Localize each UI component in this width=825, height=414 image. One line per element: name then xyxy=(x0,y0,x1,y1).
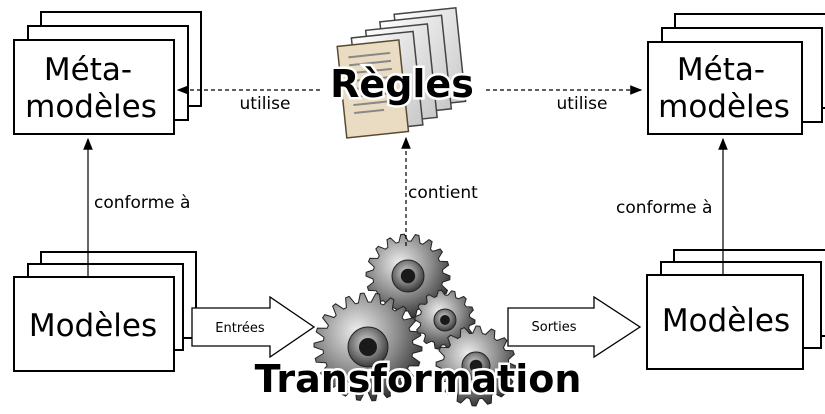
edge-conforme-right: conforme à xyxy=(616,137,728,275)
documents-stack-icon xyxy=(336,7,467,139)
edge-contient: contient xyxy=(401,136,478,246)
meta-models-left-line2: modèles xyxy=(25,89,157,125)
output-arrow: Sorties xyxy=(507,295,642,359)
meta-models-right-line2: modèles xyxy=(658,89,790,125)
edge-contient-label: contient xyxy=(408,183,478,203)
output-arrow-label: Sorties xyxy=(531,320,576,335)
transformation-label: Transformation xyxy=(255,357,582,401)
models-right: Modèles xyxy=(646,249,825,370)
edge-conforme-left-label: conforme à xyxy=(94,193,190,213)
rules-label: Règles xyxy=(330,62,474,106)
edge-utilise-right: utilise xyxy=(486,85,643,114)
models-left: Modèles xyxy=(13,251,197,372)
meta-models-left: Méta- modèles xyxy=(13,11,202,135)
meta-models-left-line1: Méta- xyxy=(44,52,132,88)
models-left-label: Modèles xyxy=(29,308,157,344)
edge-conforme-right-label: conforme à xyxy=(616,198,712,218)
edge-conforme-left: conforme à xyxy=(83,137,190,278)
meta-models-right: Méta- modèles xyxy=(647,13,825,135)
meta-models-right-line1: Méta- xyxy=(677,52,765,88)
input-arrow-label: Entrées xyxy=(215,321,265,336)
models-right-label: Modèles xyxy=(662,303,790,339)
edge-utilise-right-label: utilise xyxy=(557,94,608,114)
gears-icon xyxy=(313,233,517,407)
input-arrow: Entrées xyxy=(191,295,316,359)
edge-utilise-left-label: utilise xyxy=(240,94,291,114)
edge-utilise-left: utilise xyxy=(176,85,320,114)
